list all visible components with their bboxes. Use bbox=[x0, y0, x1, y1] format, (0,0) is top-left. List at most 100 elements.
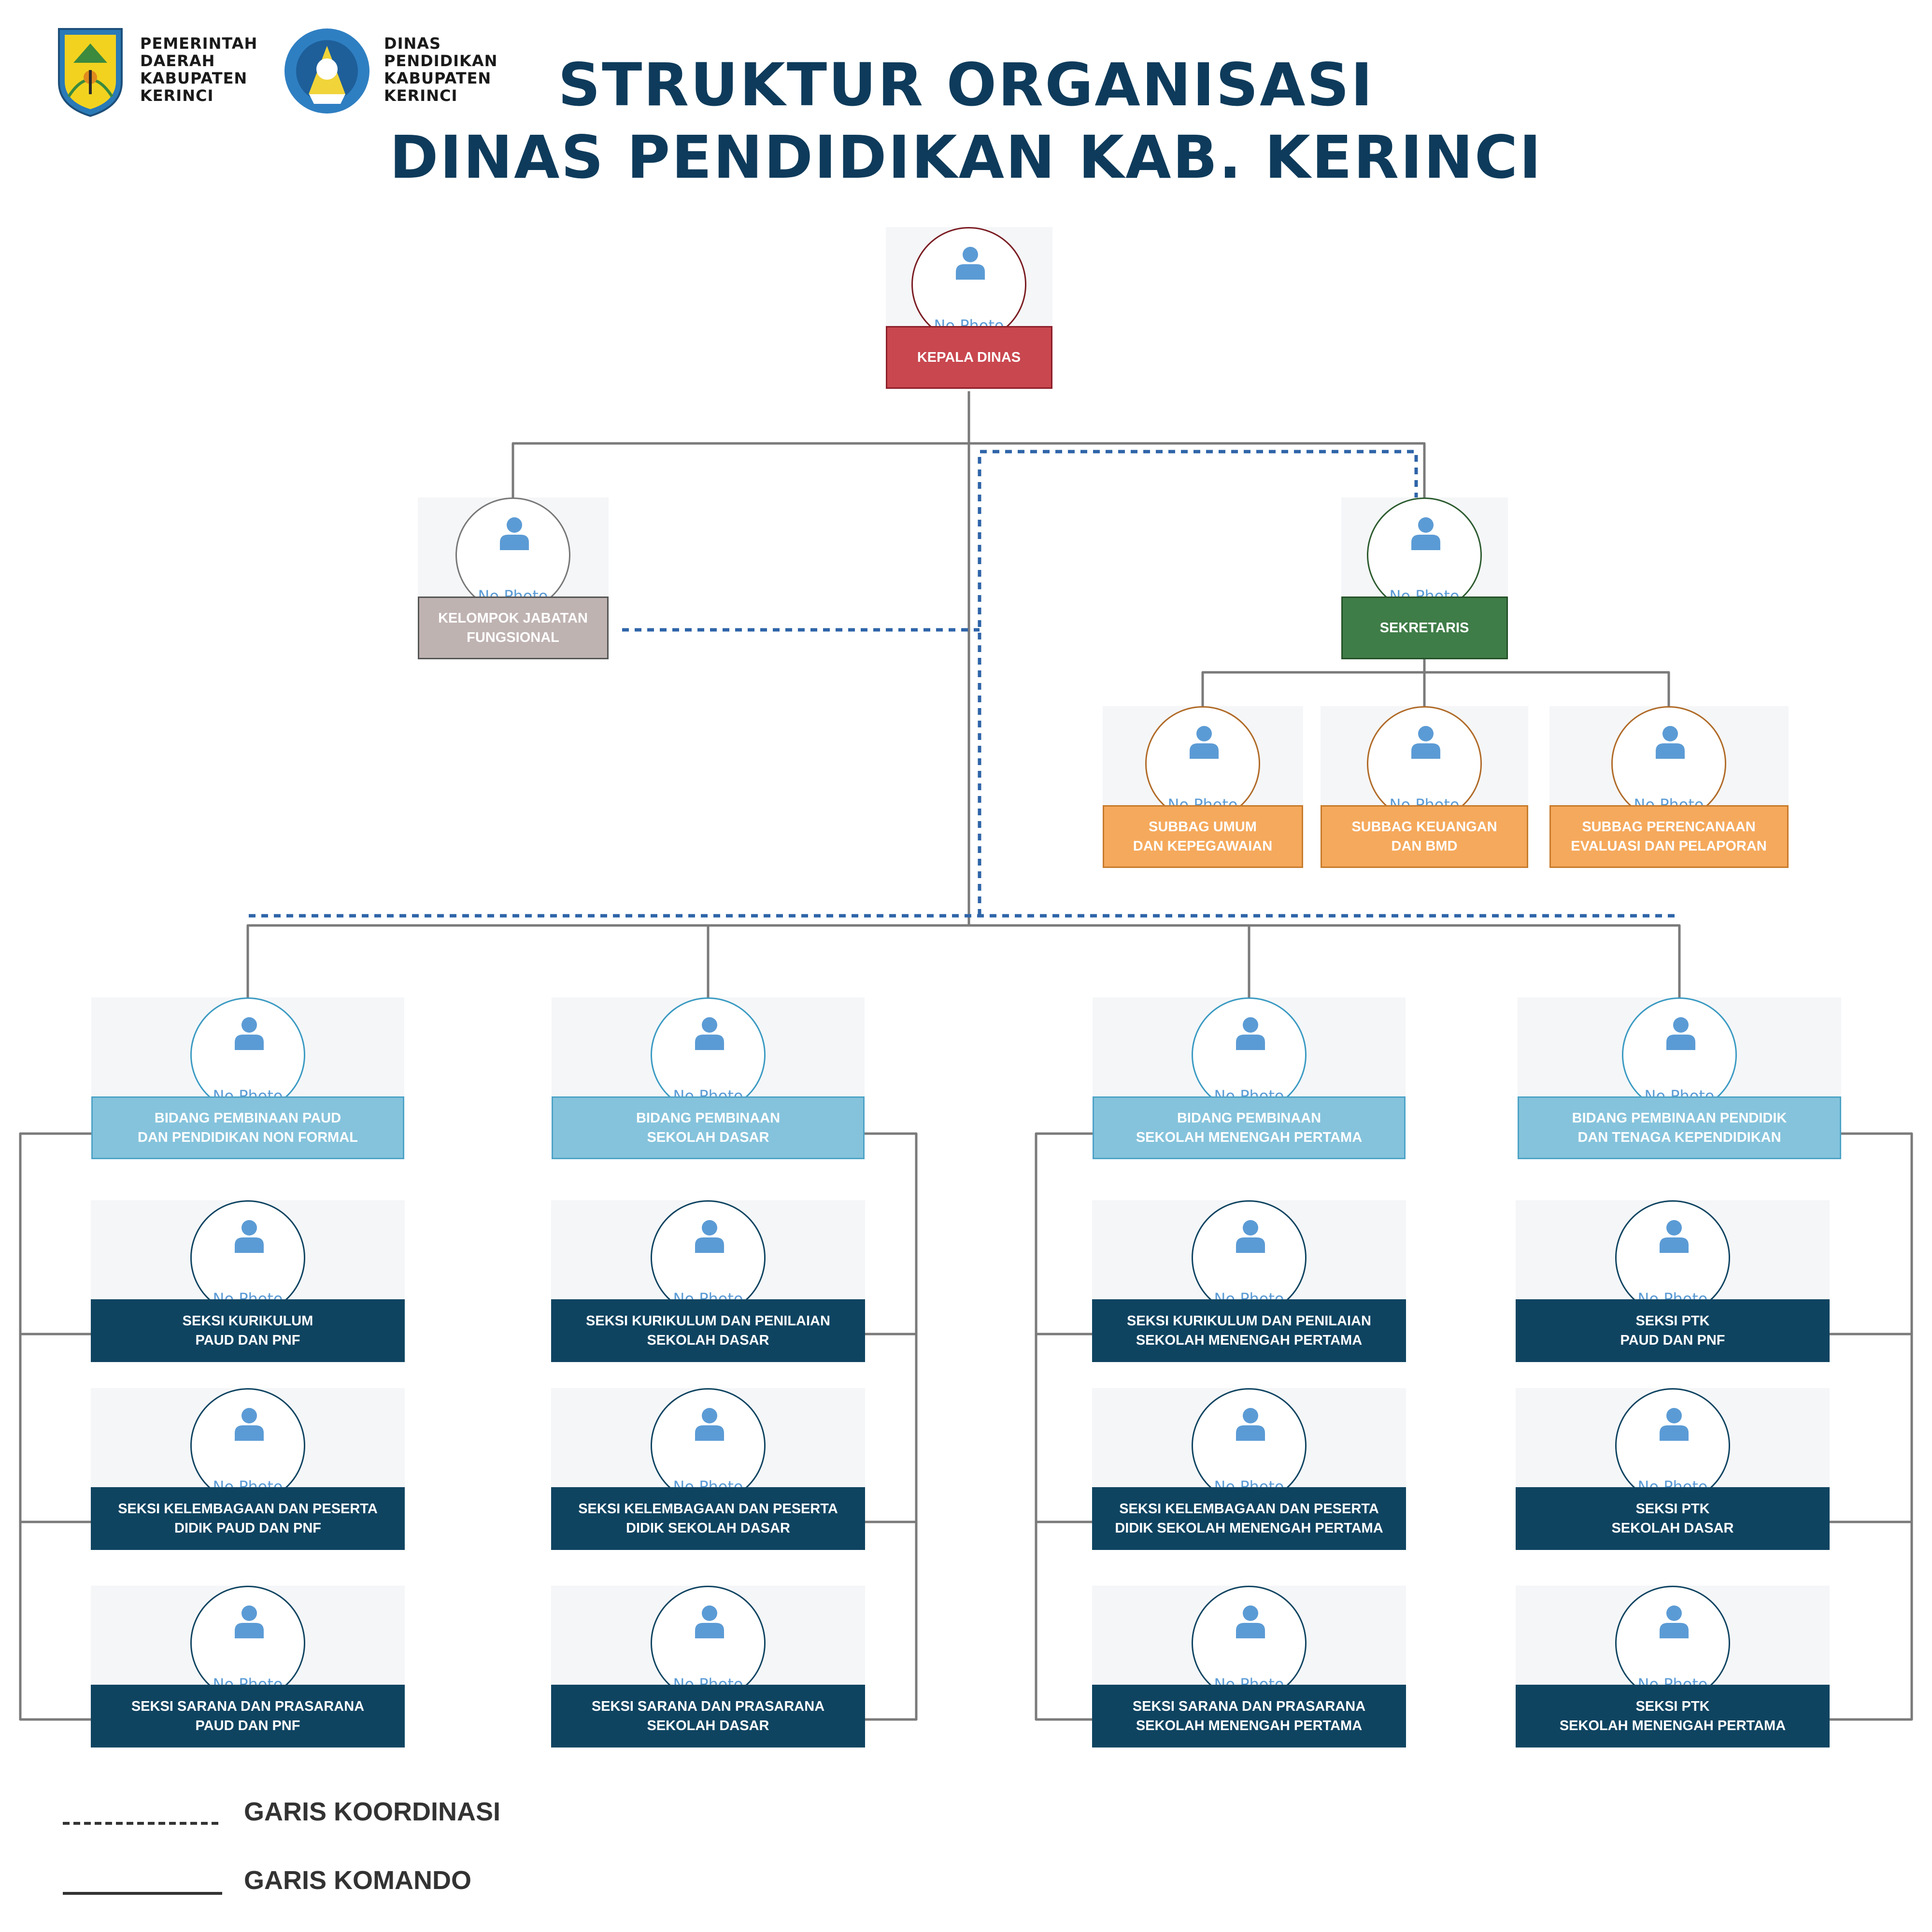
person-icon bbox=[1411, 726, 1440, 759]
position-title: SEKSI KURIKULUM DAN PENILAIAN SEKOLAH ME… bbox=[1092, 1299, 1406, 1362]
person-icon bbox=[695, 1017, 724, 1050]
photo-placeholder: No Photo bbox=[1615, 1586, 1730, 1701]
person-icon bbox=[235, 1017, 264, 1050]
photo-placeholder: No Photo bbox=[190, 1200, 305, 1315]
kabupaten-kerinci-emblem bbox=[58, 28, 123, 117]
photo-placeholder: No Photo bbox=[190, 1388, 305, 1503]
person-icon bbox=[500, 517, 529, 550]
person-icon bbox=[695, 1605, 724, 1638]
position-title: SEKSI PTK PAUD DAN PNF bbox=[1516, 1299, 1830, 1362]
position-title: SEKSI SARANA DAN PRASARANA SEKOLAH MENEN… bbox=[1092, 1685, 1406, 1747]
photo-placeholder: No Photo bbox=[651, 1388, 766, 1503]
photo-placeholder: No Photo bbox=[651, 997, 766, 1112]
photo-placeholder: No Photo bbox=[1145, 706, 1260, 821]
left-logo-line: PEMERINTAH bbox=[140, 34, 258, 53]
position-title: SEKSI KURIKULUM PAUD DAN PNF bbox=[91, 1299, 405, 1362]
right-logo-line: KABUPATEN bbox=[384, 69, 492, 87]
person-icon bbox=[235, 1408, 264, 1441]
photo-placeholder: No Photo bbox=[1192, 1388, 1307, 1503]
photo-placeholder: No Photo bbox=[190, 997, 305, 1112]
photo-placeholder: No Photo bbox=[651, 1586, 766, 1701]
photo-placeholder: No Photo bbox=[1622, 997, 1737, 1112]
position-title: SEKRETARIS bbox=[1341, 597, 1508, 659]
right-logo-line: DINAS bbox=[384, 34, 441, 53]
tut-wuri-handayani-emblem bbox=[284, 28, 369, 114]
command-line bbox=[1424, 671, 1670, 706]
legend-dashed-line bbox=[63, 1822, 222, 1825]
left-logo-line: DAERAH bbox=[140, 52, 215, 70]
position-title: BIDANG PEMBINAAN PENDIDIK DAN TENAGA KEP… bbox=[1518, 1096, 1841, 1159]
left-logo-line: KABUPATEN bbox=[140, 69, 248, 87]
left-logo-line: KERINCI bbox=[140, 86, 214, 105]
photo-placeholder: No Photo bbox=[911, 227, 1026, 342]
position-title: SEKSI PTK SEKOLAH DASAR bbox=[1516, 1487, 1830, 1550]
command-line bbox=[969, 442, 1426, 497]
person-icon bbox=[235, 1220, 264, 1253]
command-line bbox=[1201, 657, 1426, 706]
position-title: SUBBAG PERENCANAAN EVALUASI DAN PELAPORA… bbox=[1549, 805, 1789, 868]
person-icon bbox=[1190, 726, 1219, 759]
page-title: STRUKTUR ORGANISASI bbox=[558, 51, 1374, 119]
left-logo-text: PEMERINTAH DAERAH KABUPATEN KERINCI bbox=[140, 35, 257, 104]
position-title: SEKSI KELEMBAGAAN DAN PESERTA DIDIK SEKO… bbox=[551, 1487, 865, 1550]
position-title: SUBBAG UMUM DAN KEPEGAWAIAN bbox=[1102, 805, 1303, 868]
position-title: BIDANG PEMBINAAN SEKOLAH DASAR bbox=[552, 1096, 865, 1159]
person-icon bbox=[1236, 1017, 1265, 1050]
person-icon bbox=[1660, 1605, 1689, 1638]
person-icon bbox=[1656, 726, 1685, 759]
position-title: SEKSI KURIKULUM DAN PENILAIAN SEKOLAH DA… bbox=[551, 1299, 865, 1362]
person-icon bbox=[1236, 1408, 1265, 1441]
photo-placeholder: No Photo bbox=[1615, 1200, 1730, 1315]
photo-placeholder: No Photo bbox=[1367, 706, 1482, 821]
person-icon bbox=[1660, 1220, 1689, 1253]
right-logo-text: DINAS PENDIDIKAN KABUPATEN KERINCI bbox=[384, 35, 497, 104]
legend-command-label: GARIS KOMANDO bbox=[244, 1866, 471, 1895]
position-title: KELOMPOK JABATAN FUNGSIONAL bbox=[417, 597, 609, 659]
photo-placeholder: No Photo bbox=[1367, 497, 1482, 612]
right-logo-line: PENDIDIKAN bbox=[384, 52, 498, 70]
command-line bbox=[1035, 1132, 1093, 1721]
command-line bbox=[1830, 1132, 1913, 1721]
position-title: SEKSI PTK SEKOLAH MENENGAH PERTAMA bbox=[1516, 1685, 1830, 1747]
position-title: SEKSI SARANA DAN PRASARANA SEKOLAH DASAR bbox=[551, 1685, 865, 1747]
position-title: KEPALA DINAS bbox=[885, 326, 1052, 389]
photo-placeholder: No Photo bbox=[1611, 706, 1726, 821]
coordination-line bbox=[978, 450, 1418, 916]
command-line bbox=[19, 1132, 92, 1721]
position-title: SEKSI SARANA DAN PRASARANA PAUD DAN PNF bbox=[91, 1685, 405, 1747]
command-line bbox=[511, 391, 970, 497]
person-icon bbox=[956, 247, 985, 280]
legend-coordination-label: GARIS KOORDINASI bbox=[244, 1797, 501, 1826]
person-icon bbox=[1236, 1605, 1265, 1638]
legend-solid-line bbox=[63, 1892, 222, 1895]
photo-placeholder: No Photo bbox=[1192, 1586, 1307, 1701]
photo-placeholder: No Photo bbox=[1615, 1388, 1730, 1503]
person-icon bbox=[1236, 1220, 1265, 1253]
photo-placeholder: No Photo bbox=[1192, 997, 1307, 1112]
person-icon bbox=[1666, 1017, 1695, 1050]
person-icon bbox=[695, 1220, 724, 1253]
